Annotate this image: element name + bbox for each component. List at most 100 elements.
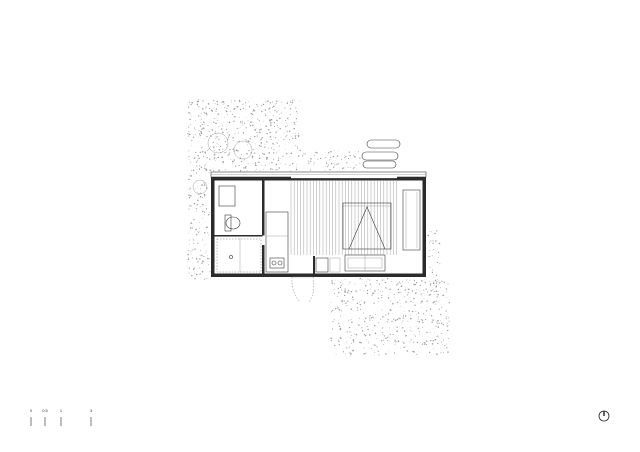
vegetation-dot bbox=[256, 131, 258, 133]
vegetation-dot bbox=[315, 151, 316, 153]
vegetation-dot bbox=[242, 120, 243, 122]
vegetation-dot bbox=[208, 258, 210, 260]
vegetation-dot bbox=[446, 325, 448, 327]
vegetation-dot bbox=[224, 107, 226, 109]
vegetation-dot bbox=[237, 150, 239, 152]
vegetation-dot bbox=[419, 291, 421, 292]
vegetation-dot bbox=[317, 158, 319, 160]
vegetation-dot bbox=[364, 282, 366, 284]
vegetation-dot bbox=[217, 113, 219, 115]
vegetation-dot bbox=[238, 116, 240, 118]
vegetation-dot bbox=[407, 320, 409, 322]
vegetation-dot bbox=[344, 288, 346, 290]
vegetation-dot bbox=[203, 182, 205, 184]
vegetation-dot bbox=[252, 163, 254, 165]
vegetation-dot bbox=[208, 148, 210, 150]
vegetation-dot bbox=[414, 352, 415, 353]
vegetation-dot bbox=[400, 291, 402, 293]
vegetation-dot bbox=[296, 135, 298, 137]
vegetation-dot bbox=[341, 299, 343, 302]
vegetation-dot bbox=[426, 291, 428, 293]
vegetation-dot bbox=[211, 110, 213, 112]
vegetation-dot bbox=[203, 112, 204, 113]
vegetation-dot bbox=[446, 297, 448, 298]
vegetation-dot bbox=[293, 122, 296, 124]
vegetation-dot bbox=[336, 158, 337, 159]
vegetation-dot bbox=[270, 168, 272, 170]
vegetation-dot bbox=[397, 340, 400, 342]
vegetation-dot bbox=[435, 274, 438, 277]
vegetation-dot bbox=[440, 341, 443, 343]
vegetation-dot bbox=[286, 131, 287, 133]
vegetation-dot bbox=[347, 157, 350, 160]
vegetation-dot bbox=[348, 346, 350, 348]
vegetation-dot bbox=[389, 333, 391, 335]
vegetation-dot bbox=[377, 289, 379, 291]
vegetation-dot bbox=[199, 250, 201, 252]
vegetation-dot bbox=[418, 331, 420, 333]
vegetation-dot bbox=[266, 158, 267, 160]
vegetation-dot bbox=[360, 299, 362, 301]
vegetation-dot bbox=[190, 222, 193, 224]
vegetation-dot bbox=[248, 150, 250, 152]
vegetation-dot bbox=[372, 316, 374, 318]
vegetation-dot bbox=[215, 108, 218, 110]
vegetation-dot bbox=[384, 342, 386, 344]
vegetation-dot bbox=[357, 151, 359, 153]
vegetation-dot bbox=[242, 104, 244, 106]
vegetation-dot bbox=[348, 154, 350, 156]
vegetation-dot bbox=[288, 119, 289, 121]
vegetation-dot bbox=[200, 130, 202, 133]
vegetation-dot bbox=[239, 121, 242, 123]
vegetation-dot bbox=[399, 306, 401, 307]
scale-label-half: 0.5 bbox=[42, 408, 48, 413]
vegetation-dot bbox=[436, 336, 437, 337]
vegetation-dot bbox=[348, 352, 350, 354]
vegetation-dot bbox=[363, 353, 365, 355]
vegetation-dot bbox=[381, 294, 383, 296]
vegetation-dot bbox=[242, 103, 244, 105]
vegetation-dot bbox=[343, 167, 345, 169]
vegetation-dot bbox=[309, 169, 311, 171]
vegetation-dot bbox=[433, 348, 435, 350]
vegetation-dot bbox=[420, 318, 422, 320]
vegetation-dot bbox=[195, 233, 198, 236]
vegetation-dot bbox=[447, 351, 449, 353]
vegetation-dot bbox=[410, 300, 412, 303]
vegetation-dot bbox=[236, 127, 238, 129]
vegetation-dot bbox=[348, 289, 350, 292]
vegetation-dot bbox=[234, 108, 236, 110]
vegetation-dot bbox=[286, 130, 288, 132]
vegetation-dot bbox=[213, 157, 216, 159]
vegetation-dot bbox=[352, 340, 355, 342]
vegetation-dot bbox=[277, 169, 278, 171]
vegetation-dot bbox=[200, 122, 201, 123]
vegetation-dot bbox=[219, 145, 222, 148]
vegetation-dot bbox=[363, 333, 366, 336]
vegetation-dot bbox=[199, 267, 201, 269]
vegetation-dot bbox=[231, 100, 232, 101]
vegetation-dot bbox=[334, 344, 336, 347]
vegetation-dot bbox=[225, 111, 227, 113]
vegetation-dot bbox=[189, 205, 191, 207]
vegetation-dot bbox=[188, 126, 190, 128]
vegetation-dot bbox=[197, 100, 199, 103]
vegetation-dot bbox=[190, 161, 192, 163]
vegetation-dot bbox=[377, 301, 379, 303]
vegetation-dot bbox=[340, 284, 342, 287]
vegetation-dot bbox=[215, 135, 217, 137]
vegetation-dot bbox=[387, 319, 389, 321]
vegetation-dot bbox=[374, 317, 376, 319]
vegetation-dot bbox=[355, 282, 356, 284]
vegetation-dot bbox=[381, 279, 384, 281]
vegetation-dot bbox=[275, 163, 278, 166]
vegetation-dot bbox=[275, 169, 277, 171]
vegetation-dot bbox=[280, 162, 282, 164]
vegetation-dot bbox=[394, 319, 397, 322]
vegetation-dot bbox=[272, 115, 274, 117]
door-swing bbox=[291, 276, 301, 303]
vegetation-dot bbox=[198, 165, 200, 166]
vegetation-dot bbox=[437, 319, 439, 322]
vegetation-dot bbox=[409, 329, 411, 331]
vegetation-dot bbox=[433, 248, 435, 250]
